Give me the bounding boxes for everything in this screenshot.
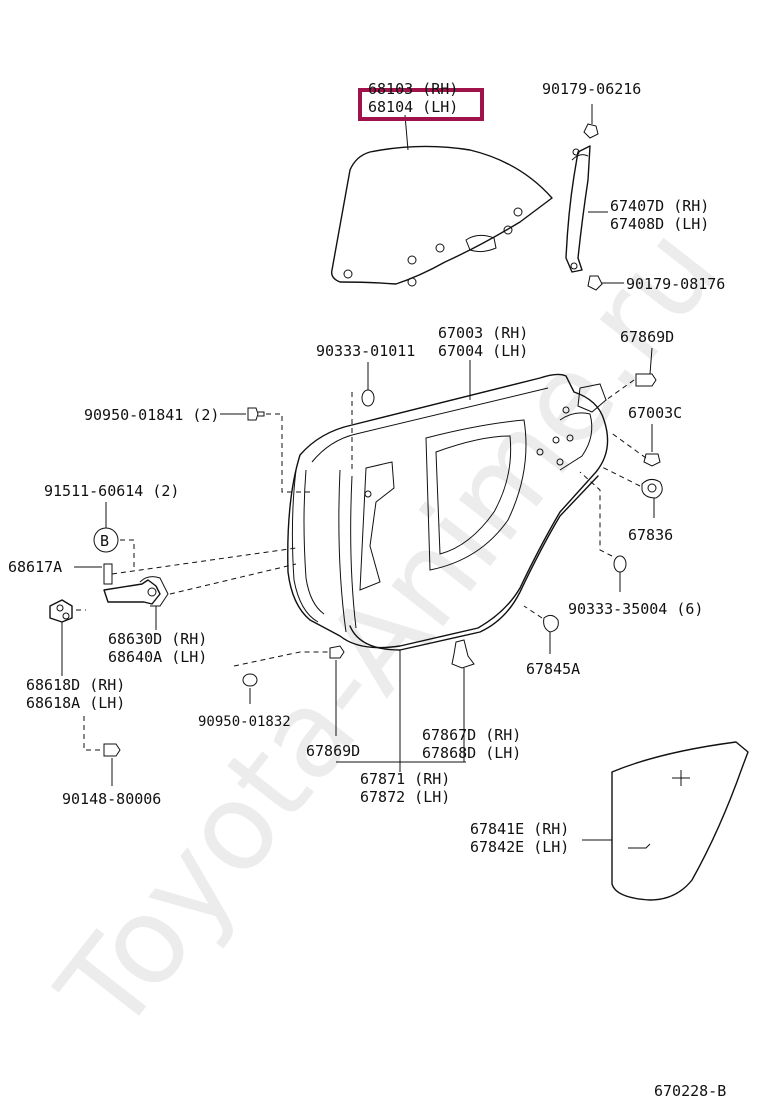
plug-top-icon [361,389,375,407]
label-67836[interactable]: 67836 [628,526,673,544]
plug-right-icon [613,555,627,573]
label-bolt-left[interactable]: 90950-01841 (2) [84,406,219,424]
label-sash-rh[interactable]: 67407D (RH) [610,197,709,215]
label-clip-top-right[interactable]: 67869D [620,328,674,346]
label-seal-lh[interactable]: 67868D (LH) [422,744,521,762]
seal-67867d-icon [451,639,475,669]
label-hinge-rh[interactable]: 68618D (RH) [26,676,125,694]
label-check-lh[interactable]: 68640A (LH) [108,648,207,666]
door-panel [287,373,609,651]
label-seal-rh[interactable]: 67867D (RH) [422,726,521,744]
door-glass [330,145,553,287]
label-pin-left[interactable]: 91511-60614 (2) [44,482,179,500]
label-67845a[interactable]: 67845A [526,660,580,678]
clip-top-right-icon [635,373,657,387]
label-67003c[interactable]: 67003C [628,404,682,422]
highlight-box [358,88,484,121]
label-sash-lh[interactable]: 67408D (LH) [610,215,709,233]
label-hinge-lh[interactable]: 68618A (LH) [26,694,125,712]
label-plug-bottom[interactable]: 90950-01832 [198,714,291,730]
clip-67003c-icon [643,453,661,467]
nut-bottom-icon [587,275,603,291]
label-plug-right[interactable]: 90333-35004 (6) [568,600,703,618]
clip-67845a-icon [543,614,559,633]
hinge-68618d-icon [49,599,73,623]
label-weather-lh[interactable]: 67872 (LH) [360,788,450,806]
clip-bottom-icon [329,645,345,659]
label-clip-bottom[interactable]: 67869D [306,742,360,760]
label-cover-rh[interactable]: 67841E (RH) [470,820,569,838]
service-hole-cover [611,741,749,901]
bolt-bottom-icon [103,743,121,757]
plug-bottom-icon [242,673,258,687]
bolt-left-icon [247,407,265,421]
diagram-code: 670228-B [654,1082,726,1100]
label-glass-lh[interactable]: 68104 (LH) [368,98,458,116]
label-bolt-bottom[interactable]: 90148-80006 [62,790,161,808]
grommet-67836-icon [641,478,663,499]
label-glass-rh[interactable]: 68103 (RH) [368,80,458,98]
label-panel-lh[interactable]: 67004 (LH) [438,342,528,360]
label-nut-bottom[interactable]: 90179-08176 [626,275,725,293]
label-weather-rh[interactable]: 67871 (RH) [360,770,450,788]
label-cover-lh[interactable]: 67842E (LH) [470,838,569,856]
callout-b: B [100,532,109,550]
label-68617a[interactable]: 68617A [8,558,62,576]
label-nut-top[interactable]: 90179-06216 [542,80,641,98]
door-check-arm [103,576,169,607]
pin-68617a-icon [103,563,113,585]
rear-sash-channel [565,123,599,273]
label-plug-top[interactable]: 90333-01011 [316,342,415,360]
label-check-rh[interactable]: 68630D (RH) [108,630,207,648]
label-panel-rh[interactable]: 67003 (RH) [438,324,528,342]
